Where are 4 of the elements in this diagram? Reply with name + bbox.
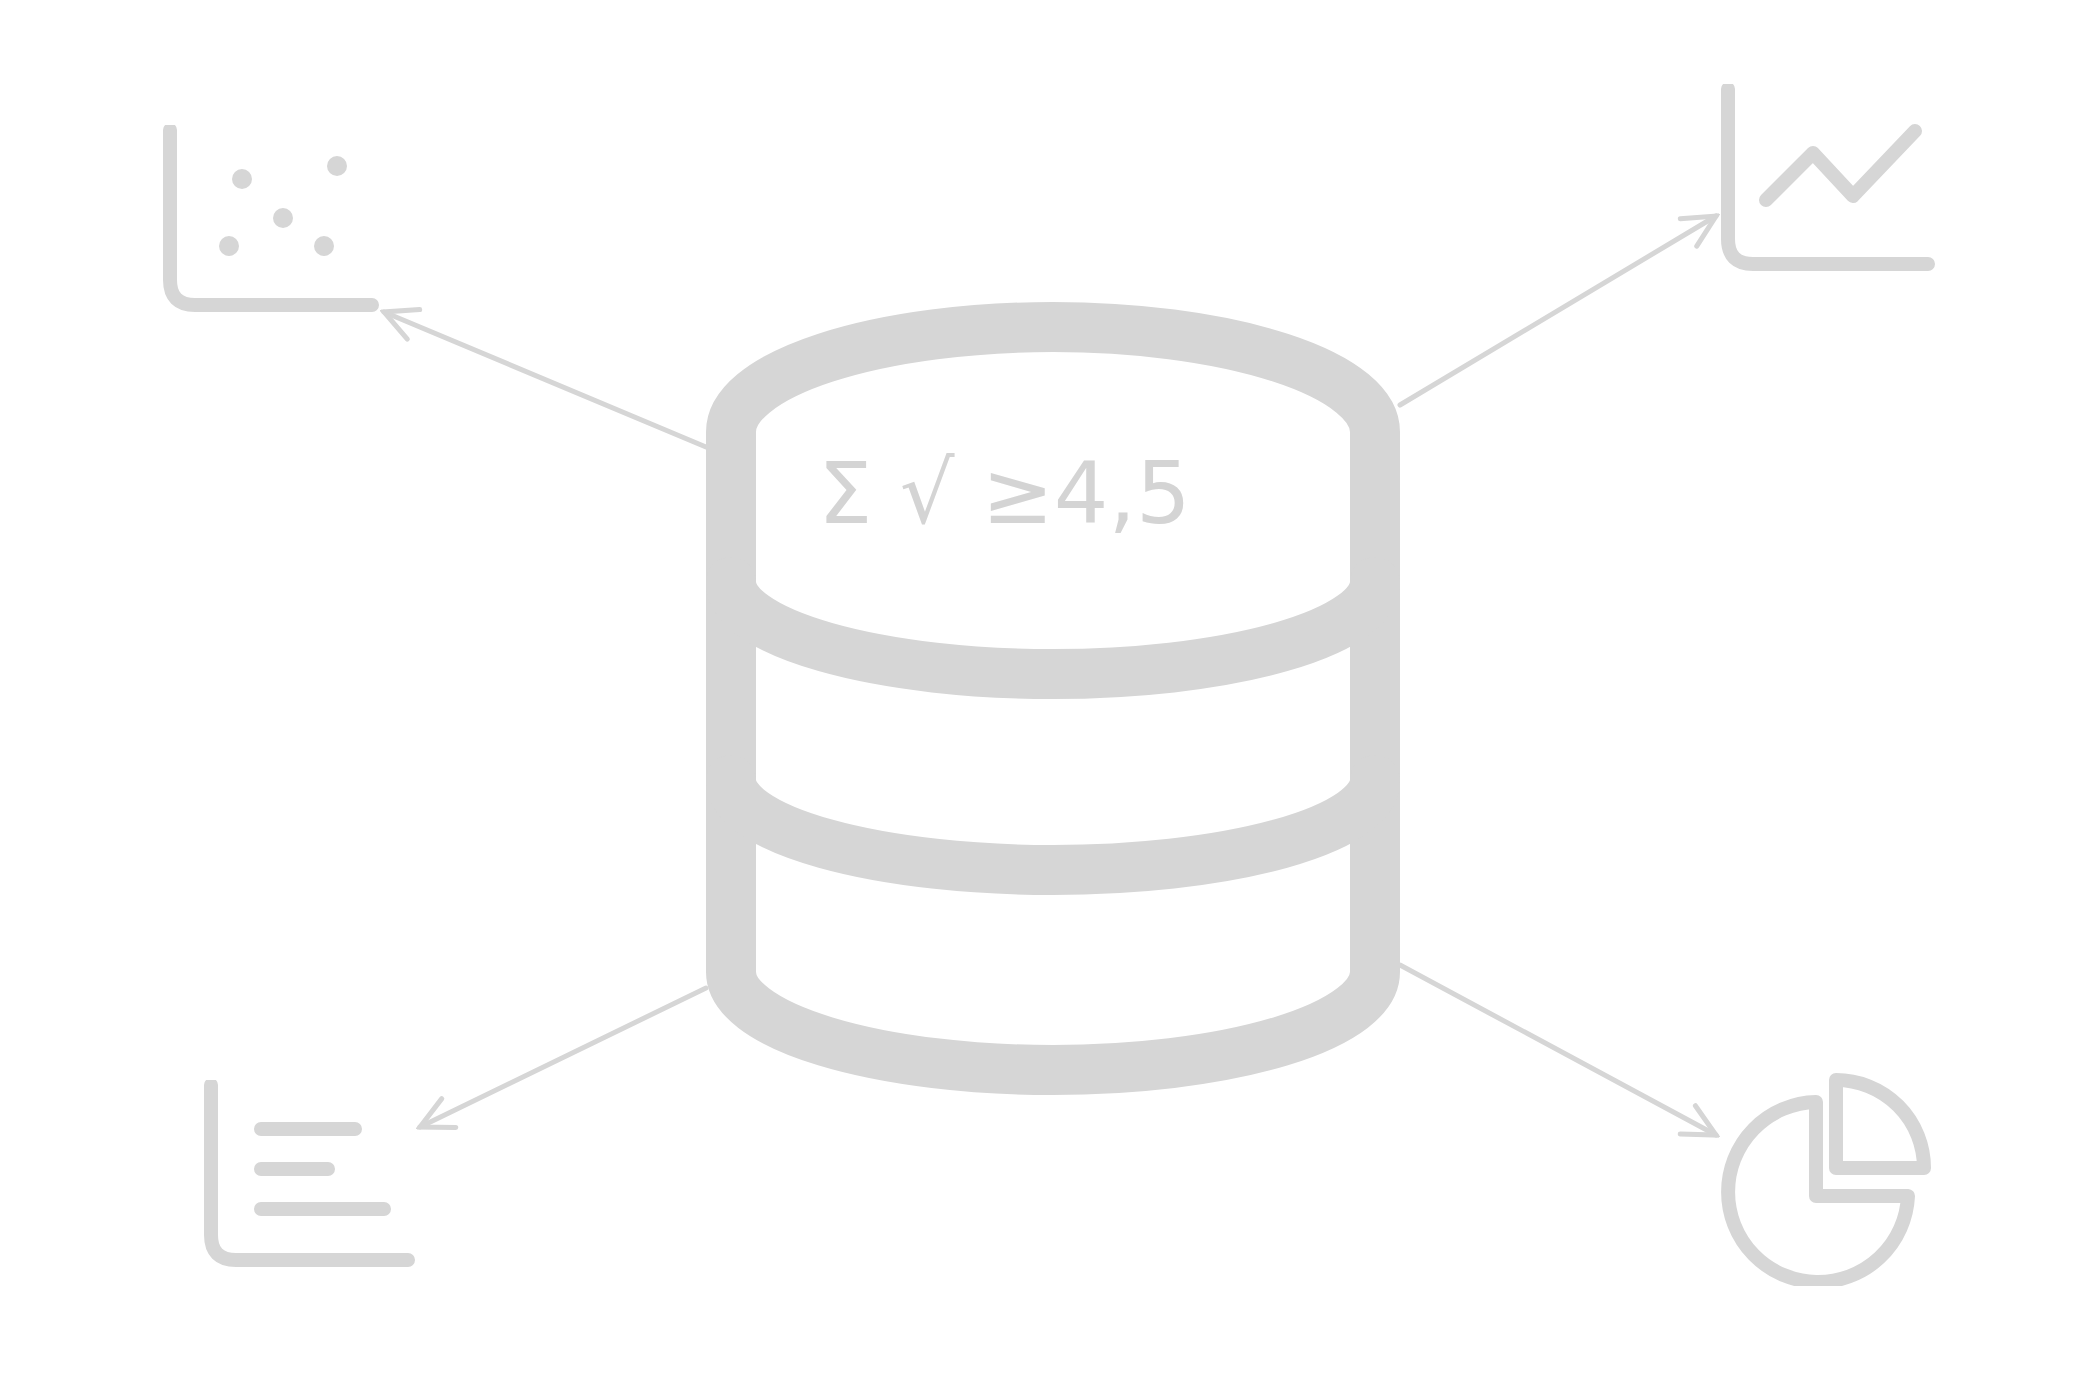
arrow — [381, 307, 709, 450]
arrow — [1397, 962, 1719, 1138]
arrow — [417, 985, 709, 1130]
arrow — [1397, 213, 1719, 408]
